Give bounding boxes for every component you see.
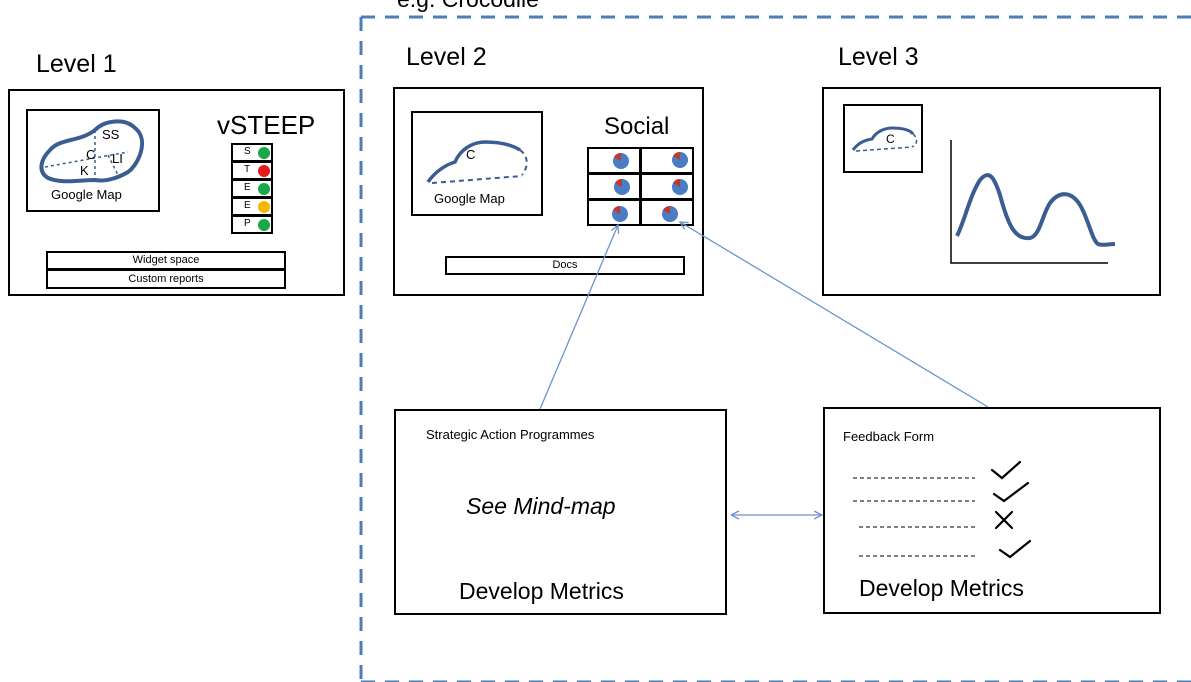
vsteep-title: vSTEEP <box>217 110 316 140</box>
level2-title: Level 2 <box>406 43 487 71</box>
level3-map-region-c: C <box>886 132 895 146</box>
level3-map-box <box>843 104 923 173</box>
feedback-form-title: Feedback Form <box>843 429 935 444</box>
custom-reports-bar: Custom reports <box>46 269 286 289</box>
vsteep-letter: E <box>244 200 251 211</box>
check-icon <box>990 460 1022 480</box>
custom-reports-label: Custom reports <box>128 273 204 285</box>
arrow-sap-to-social <box>539 225 618 410</box>
widget-space-label: Widget space <box>132 254 200 266</box>
pie-chart-icon <box>612 205 628 222</box>
region-title: e.g. Crocodile <box>397 0 539 13</box>
pie-chart-icon <box>614 178 630 195</box>
feedback-form-metrics: Develop Metrics <box>859 575 1024 601</box>
cross-icon <box>994 510 1014 530</box>
pie-chart-icon <box>662 205 678 222</box>
vsteep-row: E <box>231 197 273 216</box>
strategic-action-title: Strategic Action Programmes <box>426 427 595 442</box>
level1-title: Level 1 <box>36 50 117 78</box>
arrow-feedback-to-social <box>680 222 989 408</box>
vsteep-row: T <box>231 161 273 180</box>
check-icon <box>998 539 1032 559</box>
strategic-action-box: Strategic Action Programmes See Mind-map… <box>394 409 727 615</box>
level2-map-box <box>411 111 543 216</box>
level1-map-region-k: K <box>80 163 89 178</box>
status-indicator-icon <box>258 183 270 195</box>
vsteep-row: P <box>231 215 273 234</box>
pie-chart-icon <box>613 152 629 169</box>
level2-map-label: Google Map <box>434 191 505 206</box>
feedback-form-box: Feedback Form Develop Metrics <box>823 407 1161 614</box>
level3-title: Level 3 <box>838 43 919 71</box>
pie-chart-icon <box>672 178 688 195</box>
pie-chart-icon <box>672 151 688 168</box>
status-indicator-icon <box>258 201 270 213</box>
level1-map-region-c: C <box>86 147 96 162</box>
status-indicator-icon <box>258 219 270 231</box>
check-icon <box>992 481 1030 503</box>
social-title: Social <box>604 113 670 140</box>
vsteep-letter: S <box>244 146 251 157</box>
vsteep-letter: P <box>244 218 251 229</box>
strategic-action-mindmap: See Mind-map <box>466 493 616 519</box>
docs-label: Docs <box>552 259 578 271</box>
docs-bar: Docs <box>445 256 685 275</box>
level1-map-label: Google Map <box>51 187 122 202</box>
level1-map-region-li: LI <box>112 151 123 166</box>
status-indicator-icon <box>258 165 270 177</box>
level2-map-region-c: C <box>466 147 476 162</box>
status-indicator-icon <box>258 147 270 159</box>
strategic-action-metrics: Develop Metrics <box>459 578 624 604</box>
vsteep-letter: E <box>244 182 251 193</box>
vsteep-letter: T <box>244 164 251 175</box>
level1-map-region-ss: SS <box>102 127 120 142</box>
